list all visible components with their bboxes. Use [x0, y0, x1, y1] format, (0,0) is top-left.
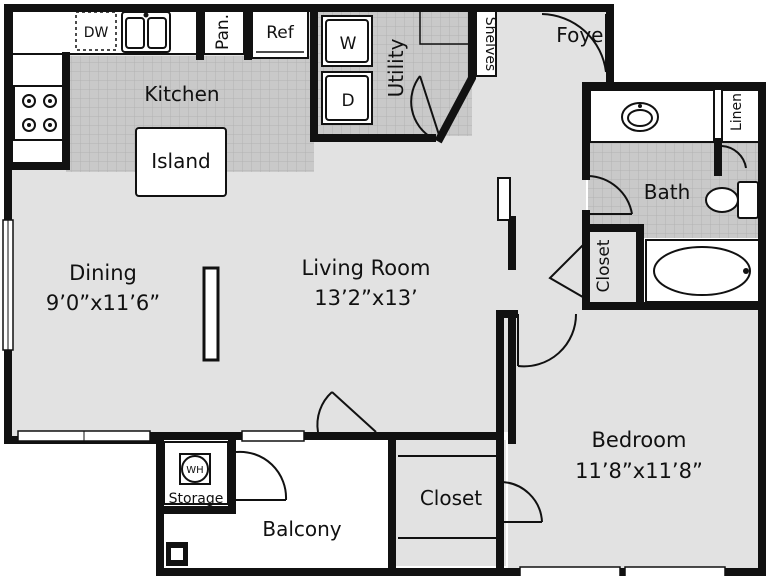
door-swing-icon [235, 13, 747, 539]
hall-closet-floor [588, 228, 638, 304]
storage-label: Storage [169, 491, 224, 507]
utility-fixtures: W D Shelves [321, 9, 498, 125]
foyer-label: Foyer [556, 23, 612, 47]
bedroom-size: 11’8”x11’8” [575, 459, 703, 483]
stove-icon [13, 85, 65, 141]
dryer-label: D [341, 91, 354, 111]
utility-label: Utility [384, 38, 408, 97]
water-heater-label: WH [186, 465, 203, 476]
dishwasher [75, 11, 117, 51]
water-heater-icon [179, 453, 211, 485]
shelves-label: Shelves [482, 17, 498, 71]
island-label: Island [151, 149, 211, 173]
living-room-size: 13’2”x13’ [314, 286, 417, 310]
window-icon [2, 219, 726, 576]
bedroom-closet-label: Closet [420, 486, 482, 510]
dining-size: 9’0”x11’6” [46, 291, 160, 315]
bedroom-closet-floor [396, 440, 506, 566]
toilet-icon [705, 181, 759, 219]
balcony-label: Balcony [262, 517, 341, 541]
walls [4, 4, 766, 576]
dishwasher-label: DW [84, 25, 109, 41]
hall-closet-label: Closet [594, 239, 614, 292]
washer-icon [321, 15, 373, 67]
refrigerator-label: Ref [266, 23, 295, 43]
kitchen-label: Kitchen [144, 82, 219, 106]
pantry-label: Pan. [213, 14, 233, 50]
kitchen-island [135, 127, 227, 197]
bathtub-icon [645, 239, 761, 303]
dryer-icon [321, 71, 373, 125]
bathroom-sink-icon [621, 102, 659, 132]
linen-label: Linen [729, 93, 745, 131]
half-wall [202, 266, 220, 362]
sink-icon [121, 11, 171, 53]
bath-label: Bath [644, 180, 691, 204]
bedroom-label: Bedroom [592, 428, 687, 452]
living-room-label: Living Room [302, 256, 431, 280]
wall-column [497, 177, 511, 221]
washer-label: W [340, 34, 357, 54]
dining-label: Dining [69, 261, 137, 285]
